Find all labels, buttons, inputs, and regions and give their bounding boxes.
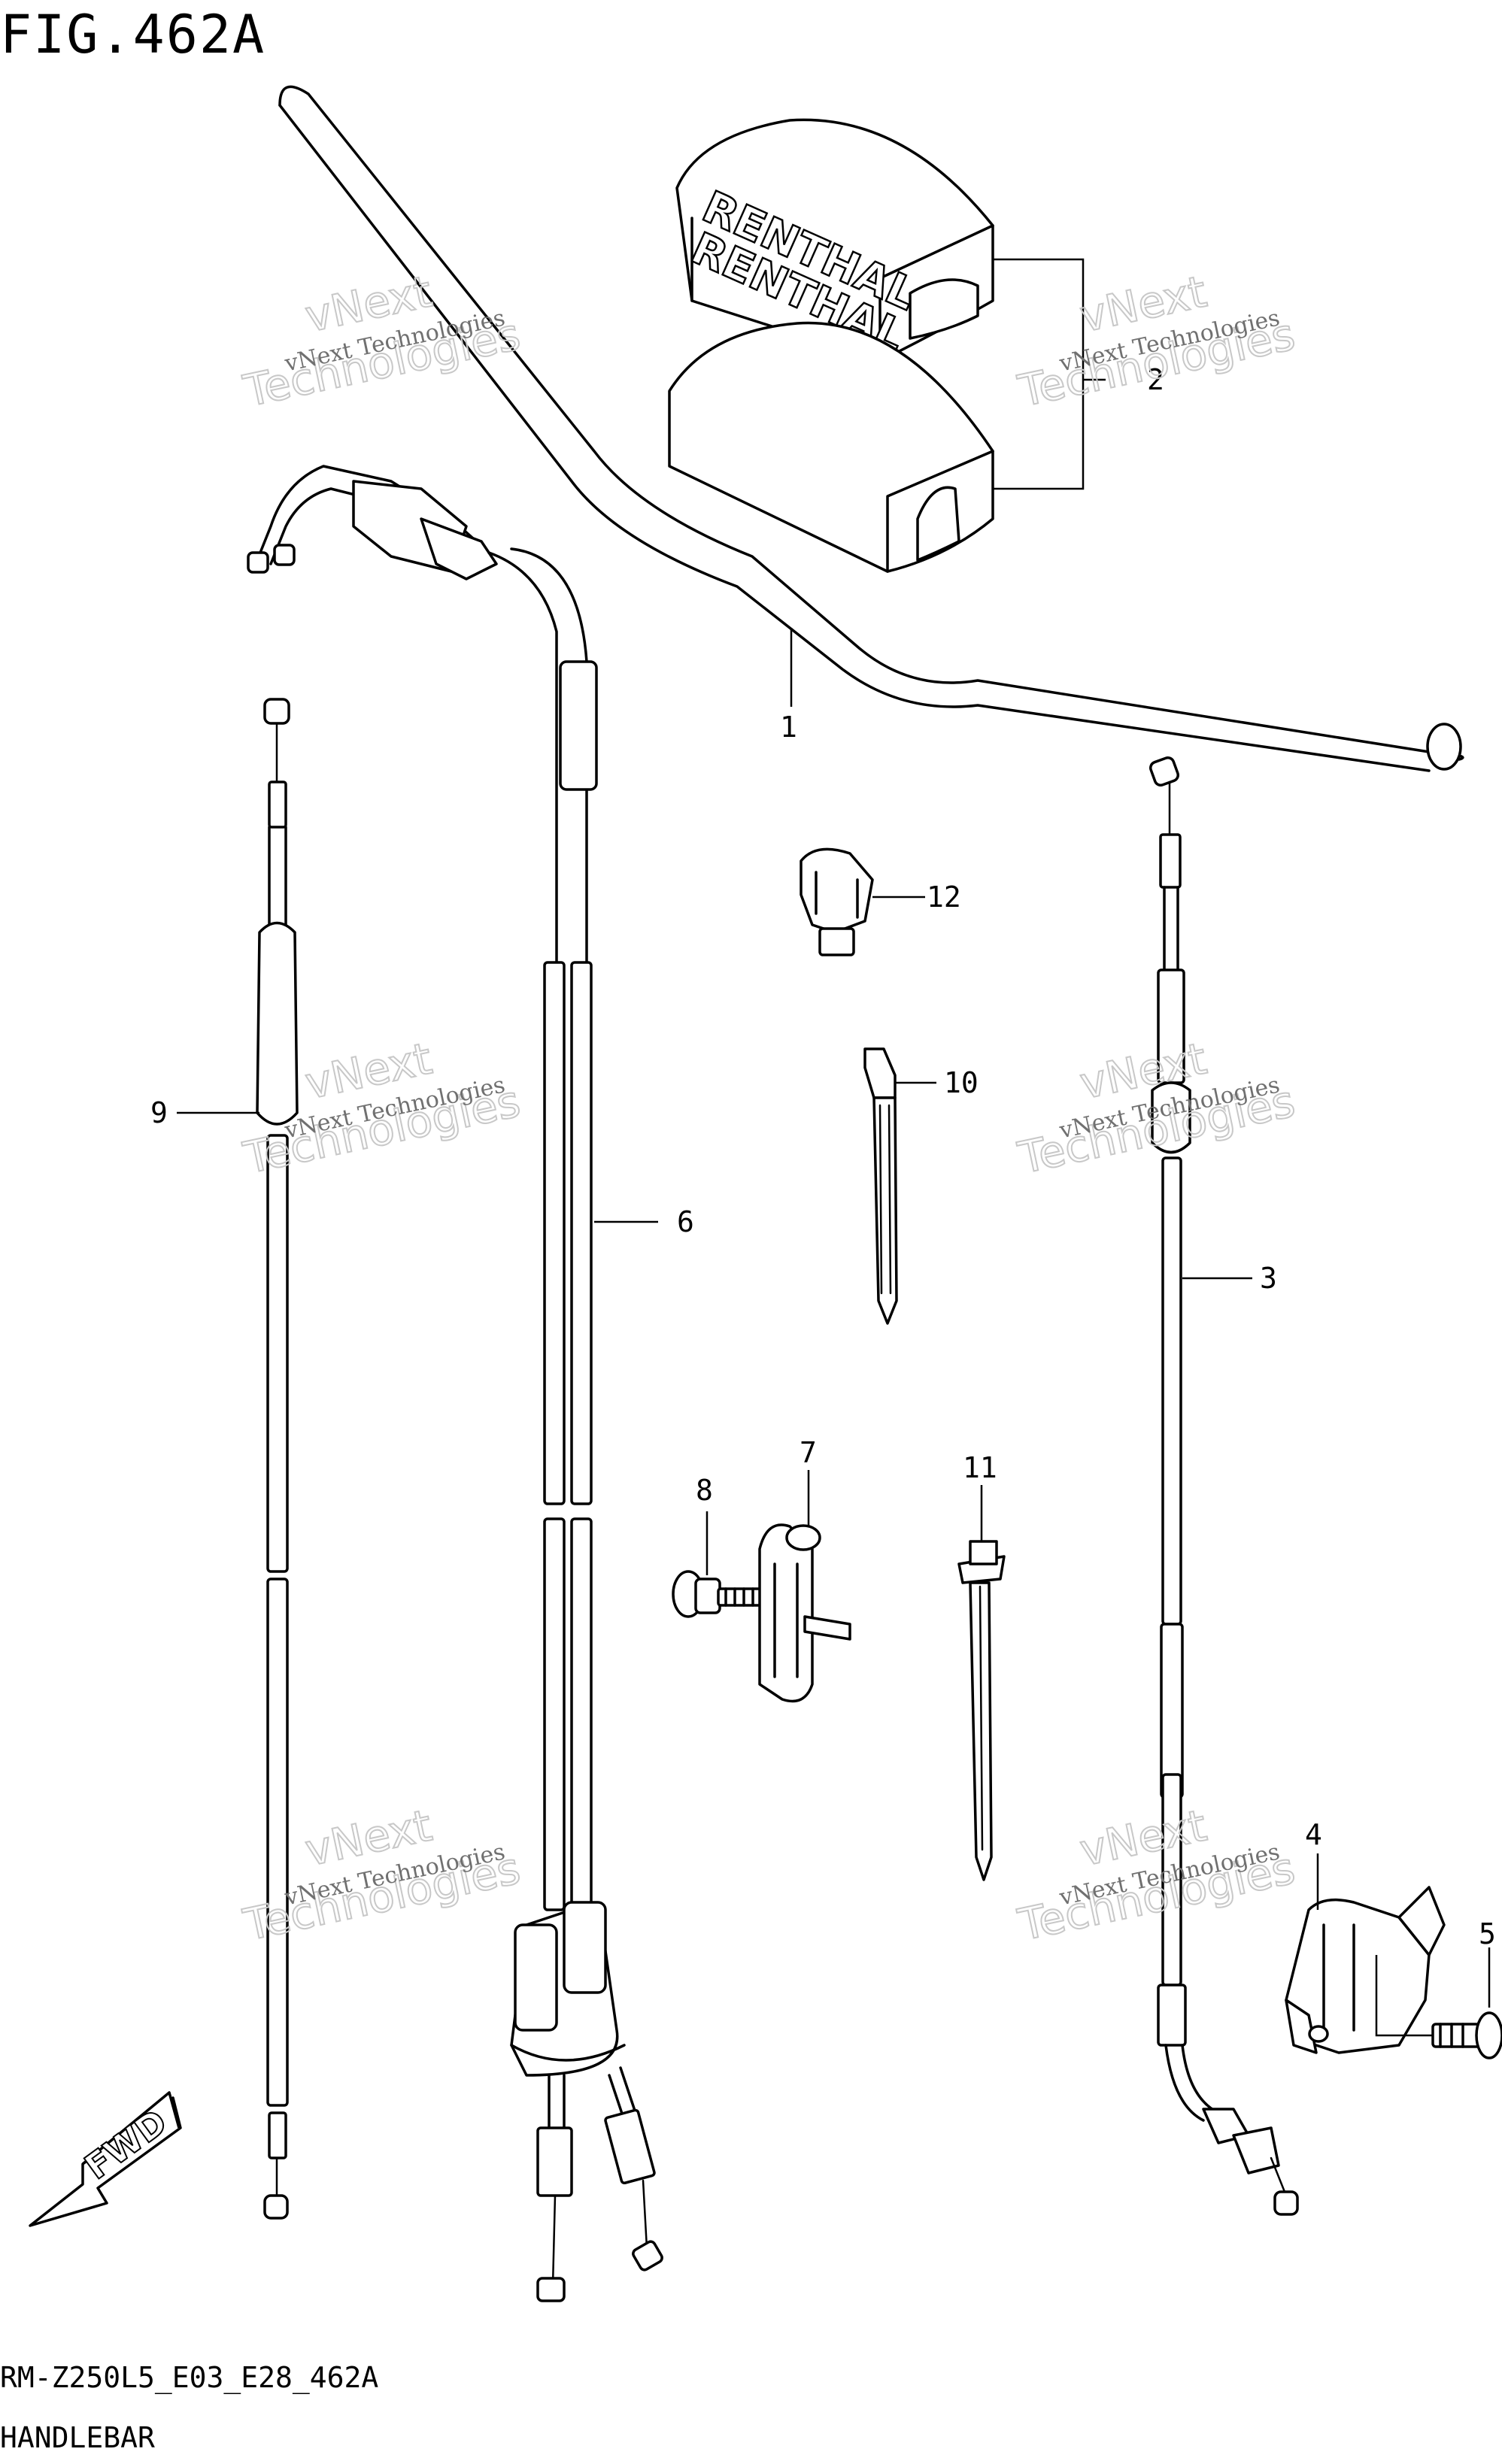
bolt-5: [1375, 1947, 1502, 2059]
clamp-band-11: [957, 1485, 1006, 1881]
figure-name: HANDLEBAR: [0, 2421, 155, 2454]
callout-1: 1: [780, 711, 797, 744]
cable-guide: [758, 1470, 851, 1703]
callout-4: 4: [1305, 1818, 1322, 1851]
clutch-cable: [1148, 756, 1299, 2216]
throttle-cable: [247, 465, 663, 2302]
fwd-arrow: FWD: [29, 2091, 182, 2227]
callout-10: 10: [944, 1066, 979, 1099]
callout-11: 11: [963, 1451, 997, 1484]
handlebar: [278, 85, 1464, 772]
callout-7: 7: [800, 1436, 817, 1469]
callout-6: 6: [677, 1205, 694, 1238]
watermark-4: vNext Technologies vNext Technologies: [1013, 1032, 1300, 1184]
handlebar-pad: RENTHAL RENTHAL: [668, 118, 1106, 573]
figure-code: RM-Z250L5_E03_E28_462A: [0, 2361, 378, 2395]
callout-5: 5: [1479, 1917, 1496, 1950]
clutch-lever-holder: [1285, 1853, 1446, 2054]
decompression-cable: [177, 698, 299, 2220]
callout-2: 2: [1147, 363, 1164, 396]
bolt-8: [672, 1511, 765, 1618]
watermark-1: vNext Technologies vNext Technologies: [238, 265, 526, 417]
callout-9: 9: [150, 1096, 168, 1129]
cable-tie-10: [863, 1047, 936, 1325]
callout-12: 12: [927, 880, 961, 914]
callout-8: 8: [696, 1474, 713, 1507]
clamp-12: [800, 847, 925, 956]
callout-3: 3: [1260, 1262, 1277, 1295]
watermark-6: vNext Technologies vNext Technologies: [1013, 1799, 1300, 1951]
fwd-label: FWD: [77, 2101, 174, 2187]
callout-labels: 1 2 3 4 5 6 7 8 9 10 11 12: [150, 363, 1496, 1950]
figure-title: FIG.462A: [0, 4, 266, 65]
